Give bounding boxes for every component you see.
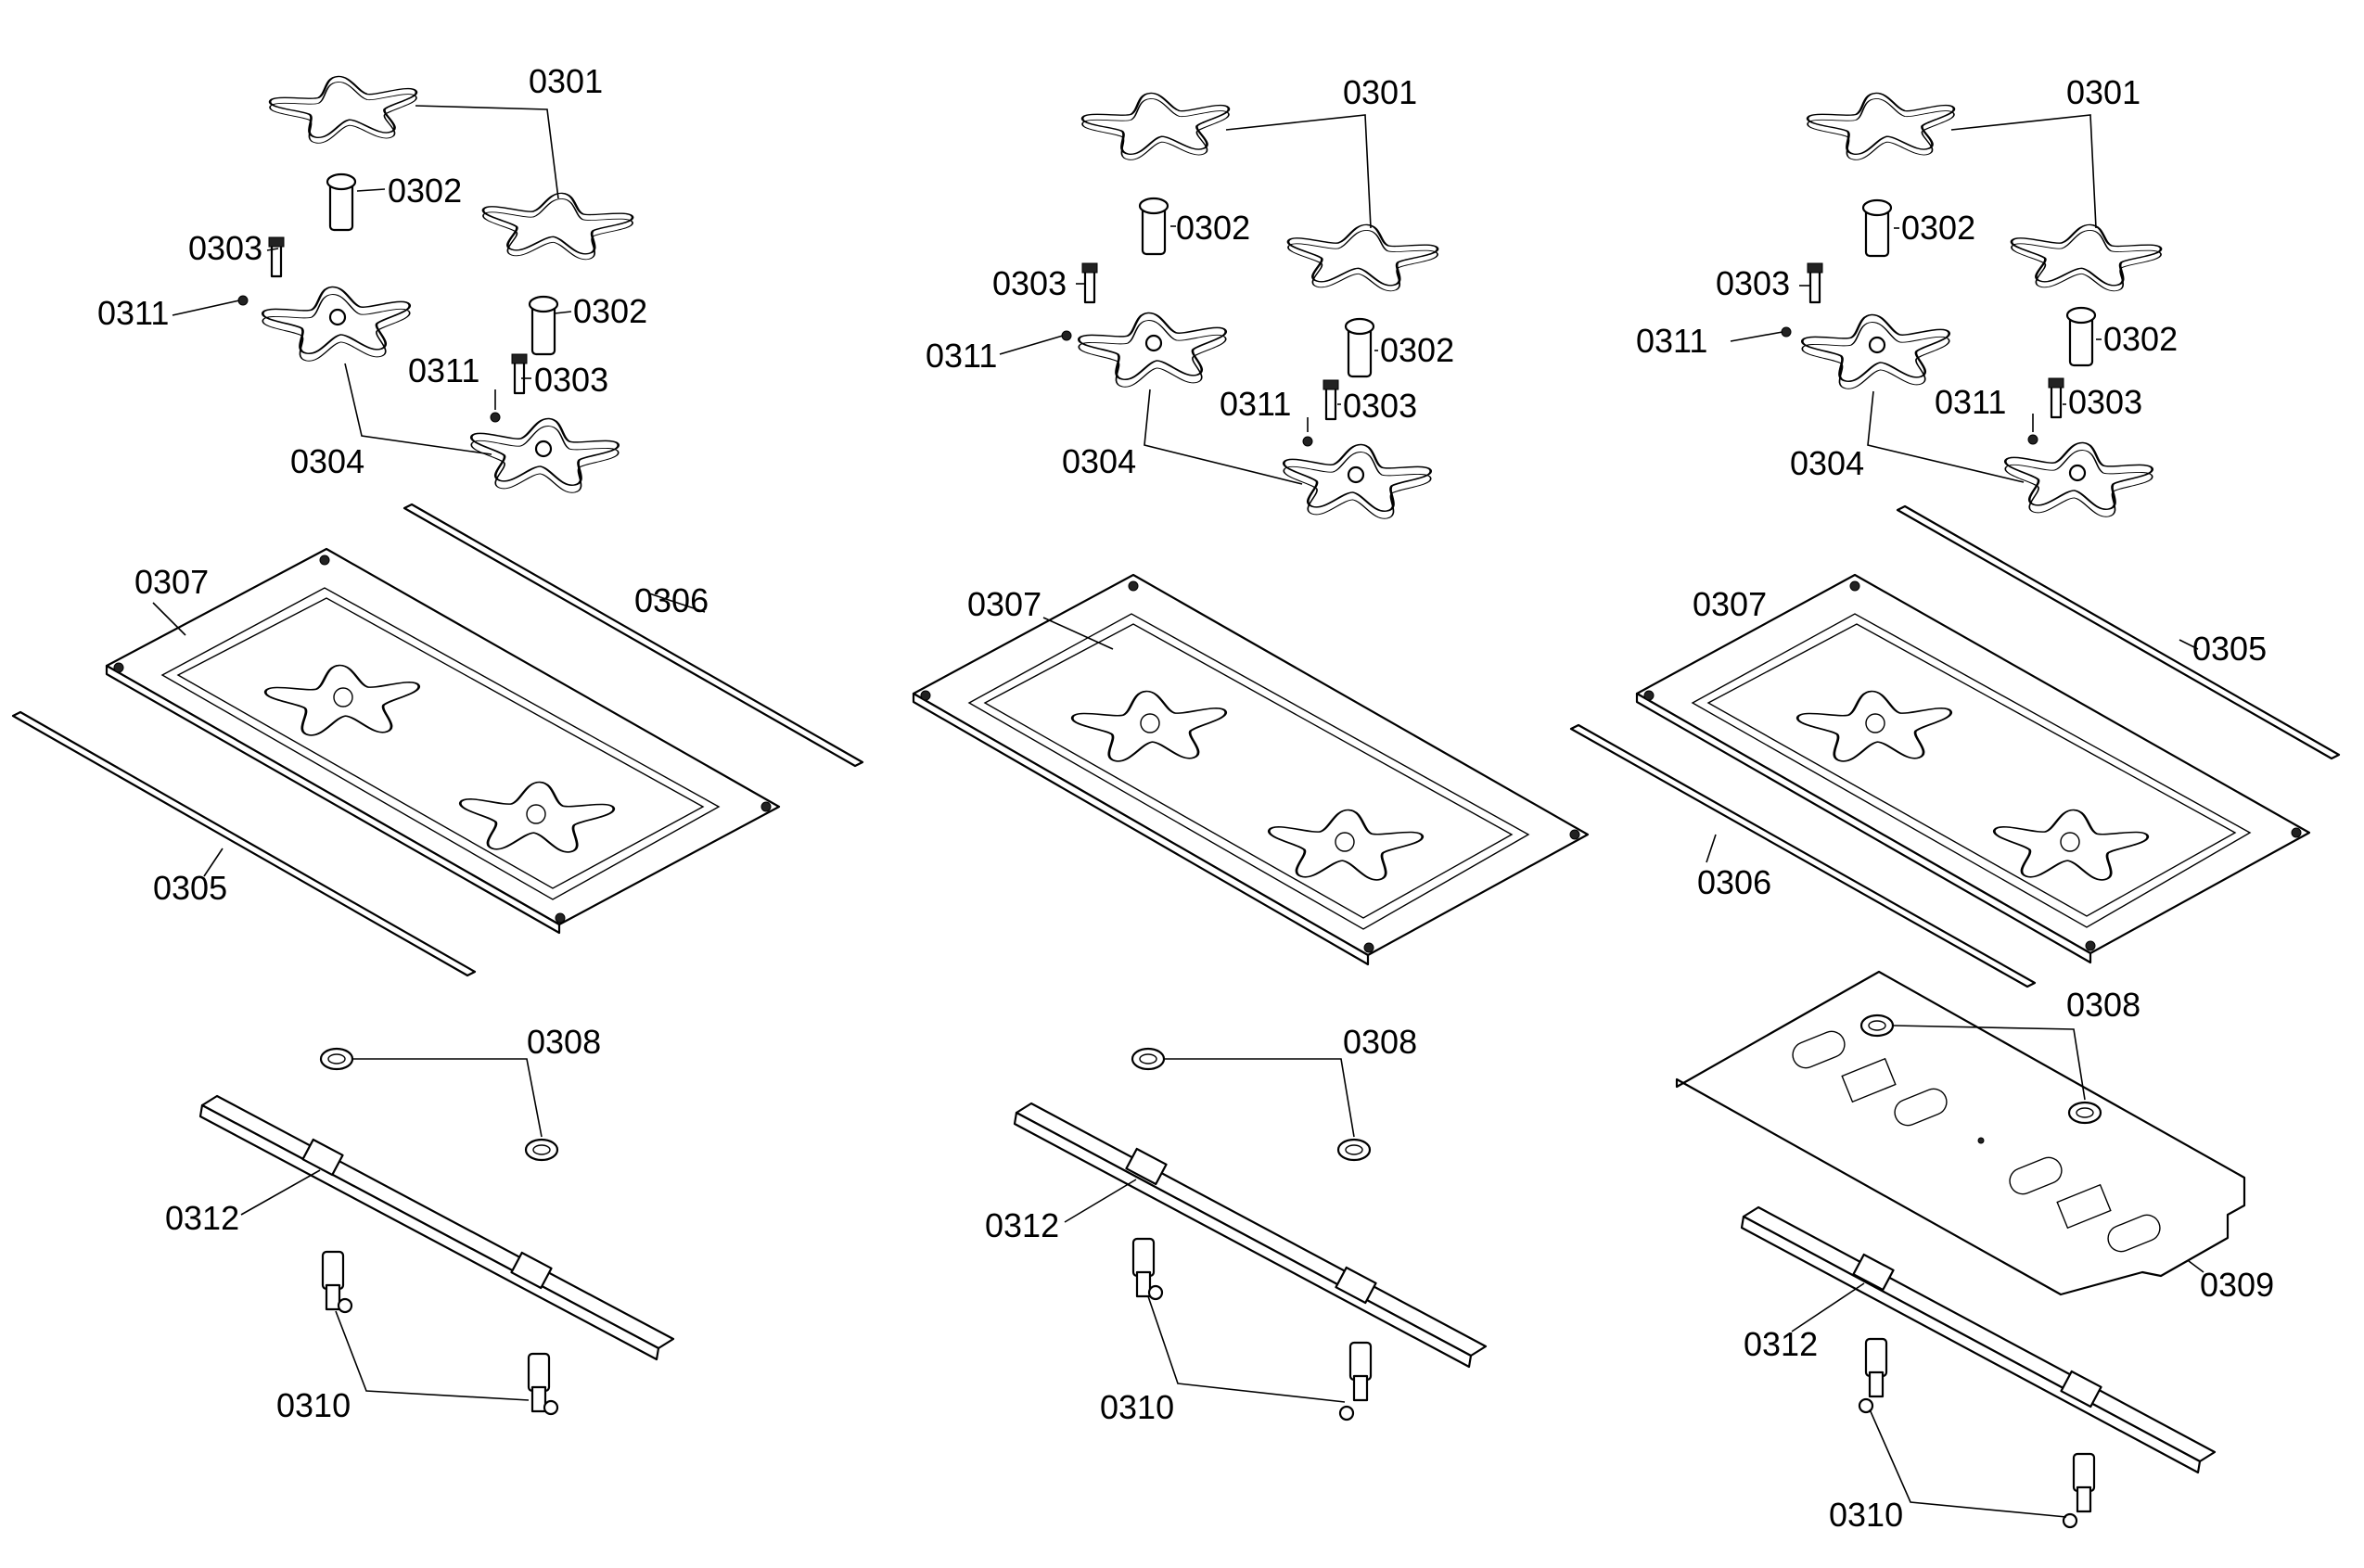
label-cap: 0301 xyxy=(1343,73,1417,111)
burner-cap-top xyxy=(1075,86,1241,164)
label-sleeve-a: 0302 xyxy=(1901,209,1975,247)
burner-cap-right xyxy=(2002,219,2166,294)
panel-2: 0301 0302 0302 0303 0303 0311 0311 0304 … xyxy=(912,73,1590,1426)
strip-front xyxy=(1569,723,2037,988)
sleeve-right xyxy=(2065,306,2097,367)
label-clip-b: 0311 xyxy=(1935,383,2006,421)
injector-right xyxy=(2048,377,2064,419)
sleeve-left xyxy=(1861,198,1893,258)
burner-right xyxy=(1274,439,1437,522)
label-valve: 0310 xyxy=(1100,1388,1174,1426)
mounting-rail xyxy=(1013,1102,1488,1369)
burner-left xyxy=(1073,307,1235,390)
mounting-rail xyxy=(1740,1205,2217,1474)
ring-left xyxy=(1131,1047,1166,1071)
label-clip-a: 0311 xyxy=(926,337,997,375)
label-strip-front: 0306 xyxy=(1697,863,1771,901)
clip-right xyxy=(1302,436,1313,447)
burner-left xyxy=(257,281,419,364)
label-strip-front: 0305 xyxy=(153,869,227,907)
label-injector-b: 0303 xyxy=(534,361,608,399)
valve-right xyxy=(527,1352,559,1416)
label-burner: 0304 xyxy=(290,442,364,480)
label-ring: 0308 xyxy=(2066,986,2140,1024)
burner-right xyxy=(1996,437,2158,520)
valve-left xyxy=(321,1250,353,1314)
label-cap: 0301 xyxy=(529,62,603,100)
injector-left xyxy=(1807,262,1823,304)
label-sleeve-b: 0302 xyxy=(2103,320,2178,358)
label-rail: 0312 xyxy=(1744,1325,1818,1363)
burner-left xyxy=(1796,309,1959,392)
clip-left xyxy=(1781,326,1792,338)
burner-cap-top xyxy=(1800,86,1966,164)
ring-right xyxy=(1336,1138,1372,1162)
label-injector-a: 0303 xyxy=(1716,264,1790,302)
clip-right xyxy=(490,412,501,423)
clip-left xyxy=(1061,330,1072,341)
mounting-rail xyxy=(198,1094,675,1361)
label-injector-b: 0303 xyxy=(1343,387,1417,425)
label-sleeve-a: 0302 xyxy=(1176,209,1250,247)
label-tray: 0307 xyxy=(967,585,1041,623)
strip-back xyxy=(1896,504,2341,760)
label-sleeve-b: 0302 xyxy=(573,292,647,330)
label-clip-a: 0311 xyxy=(97,294,169,332)
strip-front xyxy=(11,710,477,977)
label-ring: 0308 xyxy=(1343,1023,1417,1061)
cooktop-tray xyxy=(105,547,781,935)
label-valve: 0310 xyxy=(1829,1496,1903,1534)
label-valve: 0310 xyxy=(276,1386,351,1424)
base-plate xyxy=(1675,970,2246,1296)
cooktop-tray xyxy=(1635,573,2311,964)
label-tray: 0307 xyxy=(1693,585,1767,623)
label-rail: 0312 xyxy=(165,1199,239,1237)
strip-back xyxy=(403,503,864,768)
clip-left xyxy=(237,295,249,306)
label-injector-b: 0303 xyxy=(2068,383,2142,421)
burner-cap-right xyxy=(1279,219,1443,294)
label-sleeve-a: 0302 xyxy=(388,172,462,210)
label-clip-a: 0311 xyxy=(1636,322,1707,360)
label-cap: 0301 xyxy=(2066,73,2140,111)
label-strip-back: 0306 xyxy=(634,581,709,619)
injector-right xyxy=(1323,379,1339,421)
label-burner: 0304 xyxy=(1790,444,1864,482)
injector-left xyxy=(1081,262,1098,304)
clip-right xyxy=(2027,434,2038,445)
burner-cap-right xyxy=(474,187,638,262)
ring-left xyxy=(319,1047,354,1071)
label-injector-a: 0303 xyxy=(992,264,1067,302)
injector-left xyxy=(268,236,285,278)
label-clip-b: 0311 xyxy=(1220,385,1291,423)
burner-right xyxy=(462,413,624,496)
sleeve-left xyxy=(1138,197,1169,256)
label-tray: 0307 xyxy=(134,563,209,601)
sleeve-right xyxy=(1344,317,1375,378)
valve-right xyxy=(2062,1452,2096,1529)
label-burner: 0304 xyxy=(1062,442,1136,480)
panel-1: 0301 0302 0302 0303 0303 0311 0311 0304 … xyxy=(11,62,864,1424)
sleeve-left xyxy=(326,172,357,232)
valve-right xyxy=(1338,1341,1373,1421)
ring-right xyxy=(2067,1101,2102,1125)
label-strip-back: 0305 xyxy=(2192,630,2267,668)
valve-left xyxy=(1131,1237,1164,1301)
label-sleeve-b: 0302 xyxy=(1380,331,1454,369)
label-injector-a: 0303 xyxy=(188,229,262,267)
label-rail: 0312 xyxy=(985,1206,1059,1244)
cooktop-tray xyxy=(912,573,1590,966)
valve-left xyxy=(1858,1337,1888,1414)
injector-right xyxy=(511,353,528,395)
ring-right xyxy=(524,1138,559,1162)
label-clip-b: 0311 xyxy=(408,351,479,389)
burner-cap-top xyxy=(262,70,428,147)
label-ring: 0308 xyxy=(527,1023,601,1061)
panel-3: 0301 0302 0302 0303 0303 0311 0311 0304 … xyxy=(1569,73,2341,1534)
label-plate: 0309 xyxy=(2200,1266,2274,1304)
sleeve-right xyxy=(528,295,559,356)
ring-left xyxy=(1859,1013,1895,1038)
